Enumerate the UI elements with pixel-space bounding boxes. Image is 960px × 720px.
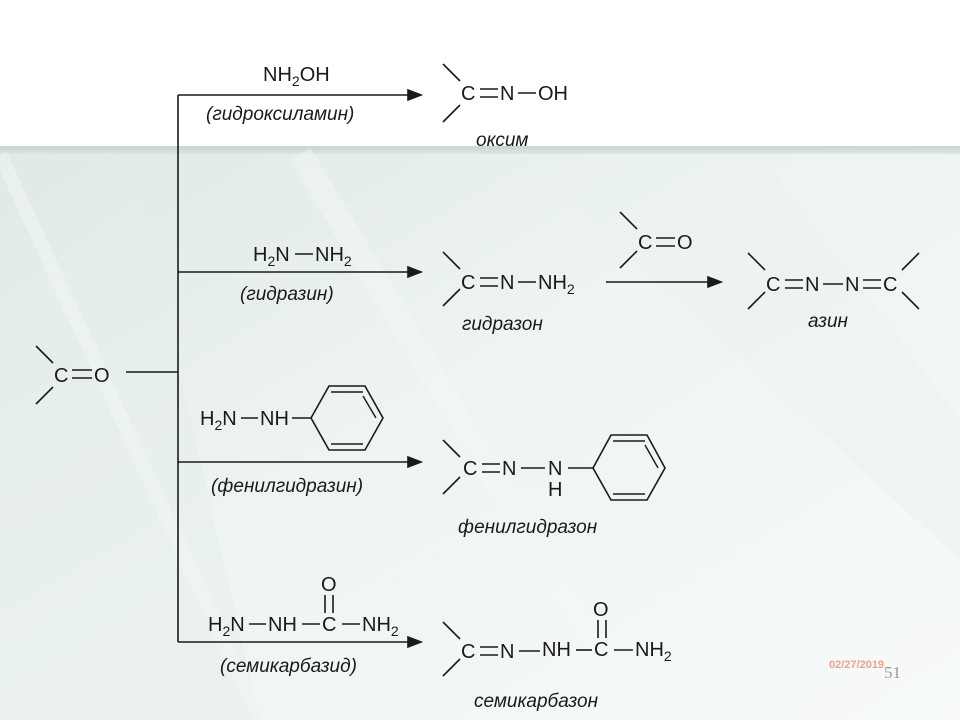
azine-c2: C (883, 274, 897, 296)
azine-n1: N (805, 274, 819, 296)
semicarbazide-nh2: NH2 (362, 614, 399, 639)
hydrazine-nh2: NH2 (315, 244, 352, 269)
reaction-phenylhydrazone: H2N NH (фенилгидразин) C N N H фенилгидр… (200, 385, 666, 538)
semicarbazone-name: семикарбазон (474, 691, 599, 712)
phenylhydrazone-n2: N (548, 458, 562, 480)
slide-date: 02/27/2019 (829, 659, 885, 671)
oxime-c: C (461, 83, 475, 105)
phenylhydrazine-name: (фенилгидразин) (211, 476, 363, 497)
hydrazine-name: (гидразин) (240, 284, 334, 305)
semicarbazone-nh: NH (542, 639, 571, 661)
semicarbazone-nh2: NH2 (635, 639, 672, 664)
semicarbazide-o: O (321, 574, 337, 596)
hydrazone-name: гидразон (462, 314, 543, 335)
oxime-name: оксим (476, 130, 528, 151)
hydrazone-n: N (500, 272, 514, 294)
benzene-ring-product (592, 434, 666, 501)
hydrazone-c: C (461, 272, 475, 294)
phenylhydrazone-h: H (548, 479, 562, 501)
hydrazone-nh2: NH2 (538, 272, 575, 297)
phenylhydrazone-c: C (463, 458, 477, 480)
reactant-carbonyl: C O (35, 345, 110, 405)
reaction-azine: C O C N N C азин (606, 211, 920, 332)
semicarbazone-c: C (461, 641, 475, 663)
hydroxylamine-name: (гидроксиламин) (206, 104, 354, 125)
benzene-ring-reagent (310, 385, 384, 451)
phenylhydrazone-name: фенилгидразон (458, 517, 598, 538)
semicarbazide-c: C (322, 614, 336, 636)
azine-reagent-c: C (638, 232, 652, 254)
hydroxylamine-formula: NH2OH (263, 64, 330, 89)
semicarbazone-n: N (500, 641, 514, 663)
hydrazine-formula: H2N (253, 244, 290, 269)
azine-n2: N (845, 274, 859, 296)
oxime-n: N (500, 83, 514, 105)
reaction-hydrazone: H2N NH2 (гидразин) C N NH2 гидразон (240, 244, 575, 335)
semicarbazide-formula: H2N (208, 614, 245, 639)
slide-number: 51 (884, 663, 901, 682)
reaction-oxime: NH2OH (гидроксиламин) C N OH оксим (206, 63, 568, 151)
reactant-c: C (54, 365, 68, 387)
oxime-oh: OH (538, 83, 568, 105)
phenylhydrazine-nh: NH (260, 408, 289, 430)
semicarbazone-o: O (593, 599, 609, 621)
semicarbazide-nh: NH (268, 614, 297, 636)
semicarbazide-name: (семикарбазид) (220, 656, 357, 677)
reactant-o: O (94, 365, 110, 387)
branch-lines (126, 88, 424, 649)
phenylhydrazine-formula: H2N (200, 408, 237, 433)
phenylhydrazone-n1: N (502, 458, 516, 480)
azine-c1: C (766, 274, 780, 296)
semicarbazone-c2: C (594, 639, 608, 661)
azine-reagent-o: O (677, 232, 693, 254)
reaction-semicarbazone: H2N NH C O NH2 (семикарбазид) C N NH C O… (208, 574, 672, 712)
azine-name: азин (808, 311, 849, 332)
